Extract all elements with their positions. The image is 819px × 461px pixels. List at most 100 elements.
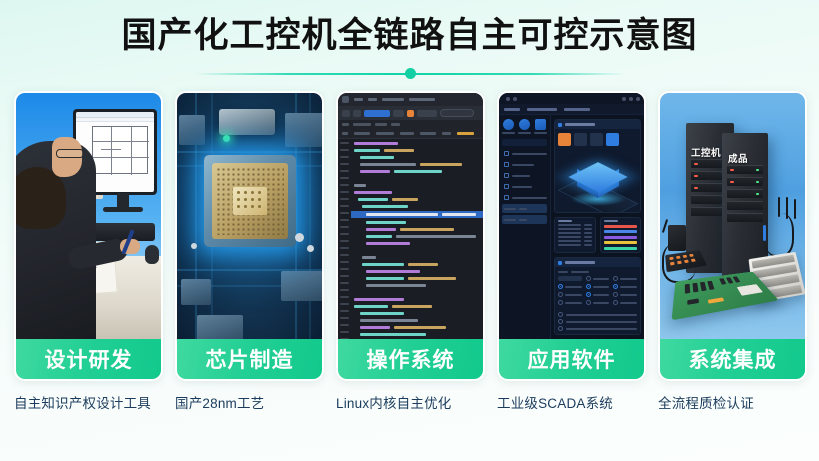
chip-module: [219, 109, 275, 136]
card-label-software: 应用软件: [527, 349, 616, 373]
option-row[interactable]: [585, 276, 610, 282]
editor-menubar: [338, 93, 483, 107]
cad-floorplan: [92, 126, 149, 176]
legend-bar-red: [603, 224, 637, 228]
panel-icon: [558, 122, 562, 127]
tile[interactable]: [574, 133, 587, 147]
legend-bar-yellow: [603, 241, 637, 245]
module-led: [223, 135, 230, 143]
minimize-icon[interactable]: [622, 96, 626, 101]
tree-header: [502, 139, 547, 147]
option-row[interactable]: [613, 300, 638, 306]
stat-icon-1: [503, 119, 514, 131]
card-image-integration: 工控机 成品: [660, 93, 805, 340]
legend-bar-blue: [603, 230, 637, 234]
option-row[interactable]: [585, 284, 610, 290]
option-row[interactable]: [585, 300, 610, 306]
cpu-chip: [203, 155, 296, 248]
tree-item[interactable]: [502, 171, 547, 180]
card-column-os: 操作系统 Linux内核自主优化: [336, 91, 485, 412]
card-image-os: [338, 93, 483, 340]
card-image-design: [16, 93, 161, 340]
app-navbar[interactable]: [499, 104, 644, 116]
card-os[interactable]: 操作系统: [336, 91, 485, 382]
card-integration[interactable]: 工控机 成品: [658, 91, 807, 382]
card-label-bar-os: 操作系统: [338, 339, 483, 380]
card-column-design: 设计研发 自主知识产权设计工具: [14, 91, 163, 412]
person-head: [16, 167, 66, 230]
card-caption-os: Linux内核自主优化: [336, 396, 452, 412]
card-label-os: 操作系统: [366, 349, 455, 373]
card-label-bar-chip: 芯片制造: [177, 339, 322, 380]
stat-icon-3: [535, 119, 546, 131]
maximize-icon[interactable]: [629, 96, 633, 101]
card-label-bar-software: 应用软件: [499, 339, 644, 380]
option-row[interactable]: [613, 276, 638, 282]
legend-panel: [599, 217, 641, 254]
option-row[interactable]: [613, 284, 638, 290]
visualization-panel: [554, 119, 641, 214]
title-block: 国产化工控机全链路自主可控示意图: [0, 0, 819, 83]
panel-icon: [558, 260, 562, 265]
mouse: [145, 245, 159, 265]
card-label-bar-integration: 系统集成: [660, 339, 805, 380]
option-row[interactable]: [613, 292, 638, 298]
debug-icon[interactable]: [407, 109, 414, 117]
app-sidebar[interactable]: [499, 115, 551, 340]
cube-glow: [569, 192, 626, 207]
tile-orange[interactable]: [558, 133, 571, 147]
card-chip[interactable]: 芯片制造: [175, 91, 324, 382]
card-label-design: 设计研发: [44, 349, 133, 373]
legend-bar-purple: [603, 235, 637, 239]
tree-item[interactable]: [502, 193, 547, 202]
option-row[interactable]: [558, 276, 582, 282]
isometric-cube-chart: [555, 148, 640, 213]
tile[interactable]: [590, 133, 603, 147]
cabinet-label-right: 成品: [728, 154, 749, 166]
tree-item[interactable]: [502, 149, 547, 158]
option-row[interactable]: [585, 292, 610, 298]
editor-toolbar[interactable]: [338, 106, 483, 121]
tree-item-selected[interactable]: [502, 215, 547, 225]
tree-item[interactable]: [502, 160, 547, 169]
tile-blue[interactable]: [606, 133, 619, 147]
editor-tabs[interactable]: [338, 129, 483, 140]
page-title: 国产化工控机全链路自主可控示意图: [121, 16, 698, 55]
card-label-bar-design: 设计研发: [16, 339, 161, 380]
settings-panel: [554, 257, 641, 336]
active-tab[interactable]: [457, 132, 474, 136]
person-glasses: [56, 149, 84, 159]
card-column-integration: 工控机 成品: [658, 91, 807, 412]
option-row[interactable]: [558, 284, 582, 290]
tree-item[interactable]: [502, 182, 547, 191]
card-image-chip: [177, 93, 322, 340]
editor-pathbar: [338, 120, 483, 130]
card-caption-integration: 全流程质检认证: [658, 396, 754, 412]
panel-tiles[interactable]: [555, 129, 640, 148]
divider-dot: [404, 68, 416, 80]
cards-row: 设计研发 自主知识产权设计工具: [0, 83, 819, 412]
editor-code-area[interactable]: [338, 139, 483, 340]
cabinet-label-left: 工控机: [691, 148, 722, 160]
data-list-panel: [554, 217, 596, 254]
chip-die: [232, 187, 267, 216]
card-design[interactable]: 设计研发: [14, 91, 163, 382]
panel-row: [554, 217, 641, 254]
panel-header: [555, 258, 640, 268]
panel-header: [555, 120, 640, 130]
card-caption-software: 工业级SCADA系统: [497, 396, 614, 412]
run-button[interactable]: [364, 109, 390, 117]
card-column-chip: 芯片制造 国产28nm工艺: [175, 91, 324, 412]
legend-bar-green: [603, 246, 637, 250]
card-caption-design: 自主知识产权设计工具: [14, 396, 151, 412]
option-row[interactable]: [558, 300, 582, 306]
close-icon[interactable]: [636, 96, 640, 101]
option-row[interactable]: [558, 292, 582, 298]
tree-item-selected[interactable]: [502, 204, 547, 214]
sidebar-stats: [502, 119, 547, 135]
card-caption-chip: 国产28nm工艺: [175, 396, 265, 412]
card-software[interactable]: 应用软件: [497, 91, 646, 382]
stat-icon-2: [519, 119, 530, 131]
app-body: [499, 115, 644, 340]
card-label-integration: 系统集成: [688, 349, 777, 373]
